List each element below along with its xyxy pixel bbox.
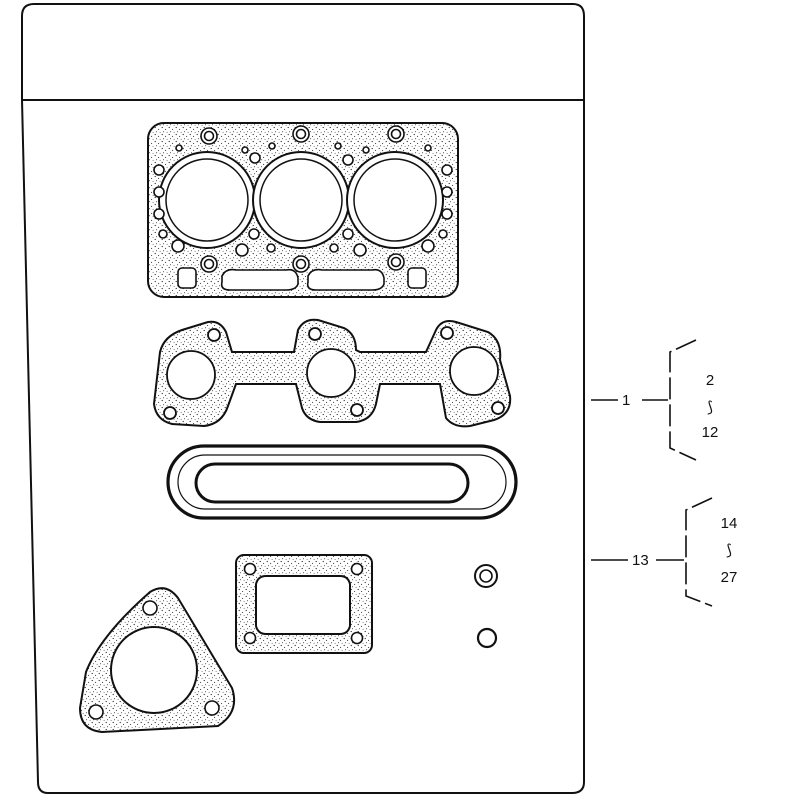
cylinder-head-gasket [147, 122, 459, 298]
range-end-1: 12 [702, 424, 719, 441]
callout-ref-1: 1 [622, 392, 630, 409]
range-sep-1: ⟆ [707, 399, 713, 416]
range-start-1: 2 [706, 372, 714, 389]
rocker-cover-gasket [166, 444, 518, 520]
square-flange-gasket [235, 554, 373, 654]
range-end-13: 27 [721, 569, 738, 586]
manifold-gasket [152, 318, 512, 428]
range-sep-13: ⟆ [726, 542, 732, 559]
callout-group-a: 1 2 ⟆ 12 [591, 339, 719, 461]
range-start-13: 14 [721, 515, 738, 532]
range-bracket-13 [685, 497, 713, 607]
callout-group-b: 13 14 ⟆ 27 [591, 497, 738, 607]
range-bracket-1 [669, 339, 697, 461]
o-ring-seal [476, 627, 498, 649]
callout-ref-13: 13 [632, 552, 649, 569]
triangular-flange-gasket [78, 587, 236, 734]
copper-washer [474, 564, 498, 588]
